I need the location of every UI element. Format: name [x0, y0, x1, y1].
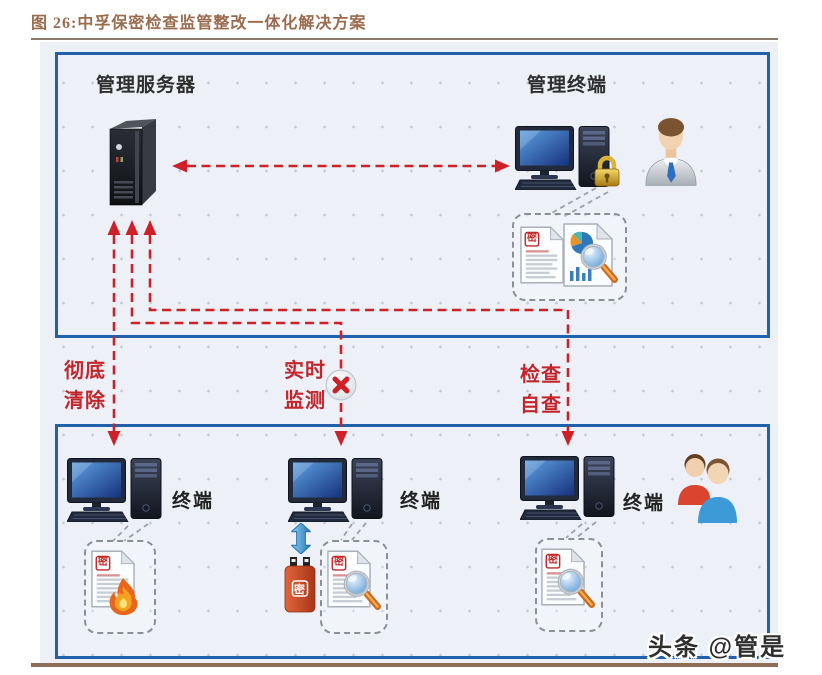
server-label: 管理服务器 — [96, 75, 197, 96]
terminal2-secret-document-icon: 密 — [327, 550, 371, 608]
usb-drive-icon: 密 — [283, 556, 317, 614]
magnifier-icon — [578, 241, 618, 283]
terminal3-label: 终端 — [623, 493, 666, 514]
figure-title: 图 26:中孚保密检查监管整改一体化解决方案 — [31, 15, 367, 32]
terminal-zone-box — [55, 424, 770, 659]
flow-label-clean: 彻底 清除 — [64, 360, 106, 412]
padlock-icon — [592, 154, 622, 188]
management-terminal-label: 管理终端 — [527, 75, 608, 96]
flow-label-monitor: 实时 监测 — [284, 360, 326, 412]
terminal2-label: 终端 — [400, 491, 443, 512]
watermark: 头条 @管是 — [648, 634, 787, 661]
secret-stamp-glyph: 密 — [98, 557, 108, 568]
terminal3-computer-icon — [520, 456, 615, 520]
terminal1-computer-icon — [67, 458, 162, 522]
diagram-canvas: 管理服务器 管理终端 密 彻底 清除 实时 监测 检查 自查 — [40, 42, 778, 667]
server-icon — [106, 115, 160, 207]
terminal2-computer-icon — [288, 458, 383, 522]
secret-stamp-glyph: 密 — [334, 557, 344, 568]
secret-document-icon: 密 — [520, 226, 564, 284]
title-underline — [31, 38, 778, 40]
terminal1-secret-document-icon: 密 — [91, 550, 135, 608]
secret-stamp-glyph: 密 — [527, 233, 537, 244]
usb-secret-glyph: 密 — [294, 584, 305, 596]
usb-sync-arrow-icon — [291, 523, 311, 554]
secret-stamp-glyph: 密 — [548, 555, 558, 566]
block-x-icon — [324, 368, 358, 402]
terminal2-magnifier-icon — [341, 568, 381, 610]
terminal1-label: 终端 — [172, 491, 215, 512]
figure-bottom-border — [31, 663, 778, 667]
users-group-icon — [674, 451, 738, 523]
terminal3-secret-document-icon: 密 — [541, 548, 585, 606]
administrator-person-icon — [643, 112, 699, 186]
fire-delete-icon — [108, 576, 140, 616]
flow-label-inspect: 检查 自查 — [520, 364, 562, 416]
terminal3-magnifier-icon — [555, 566, 595, 608]
